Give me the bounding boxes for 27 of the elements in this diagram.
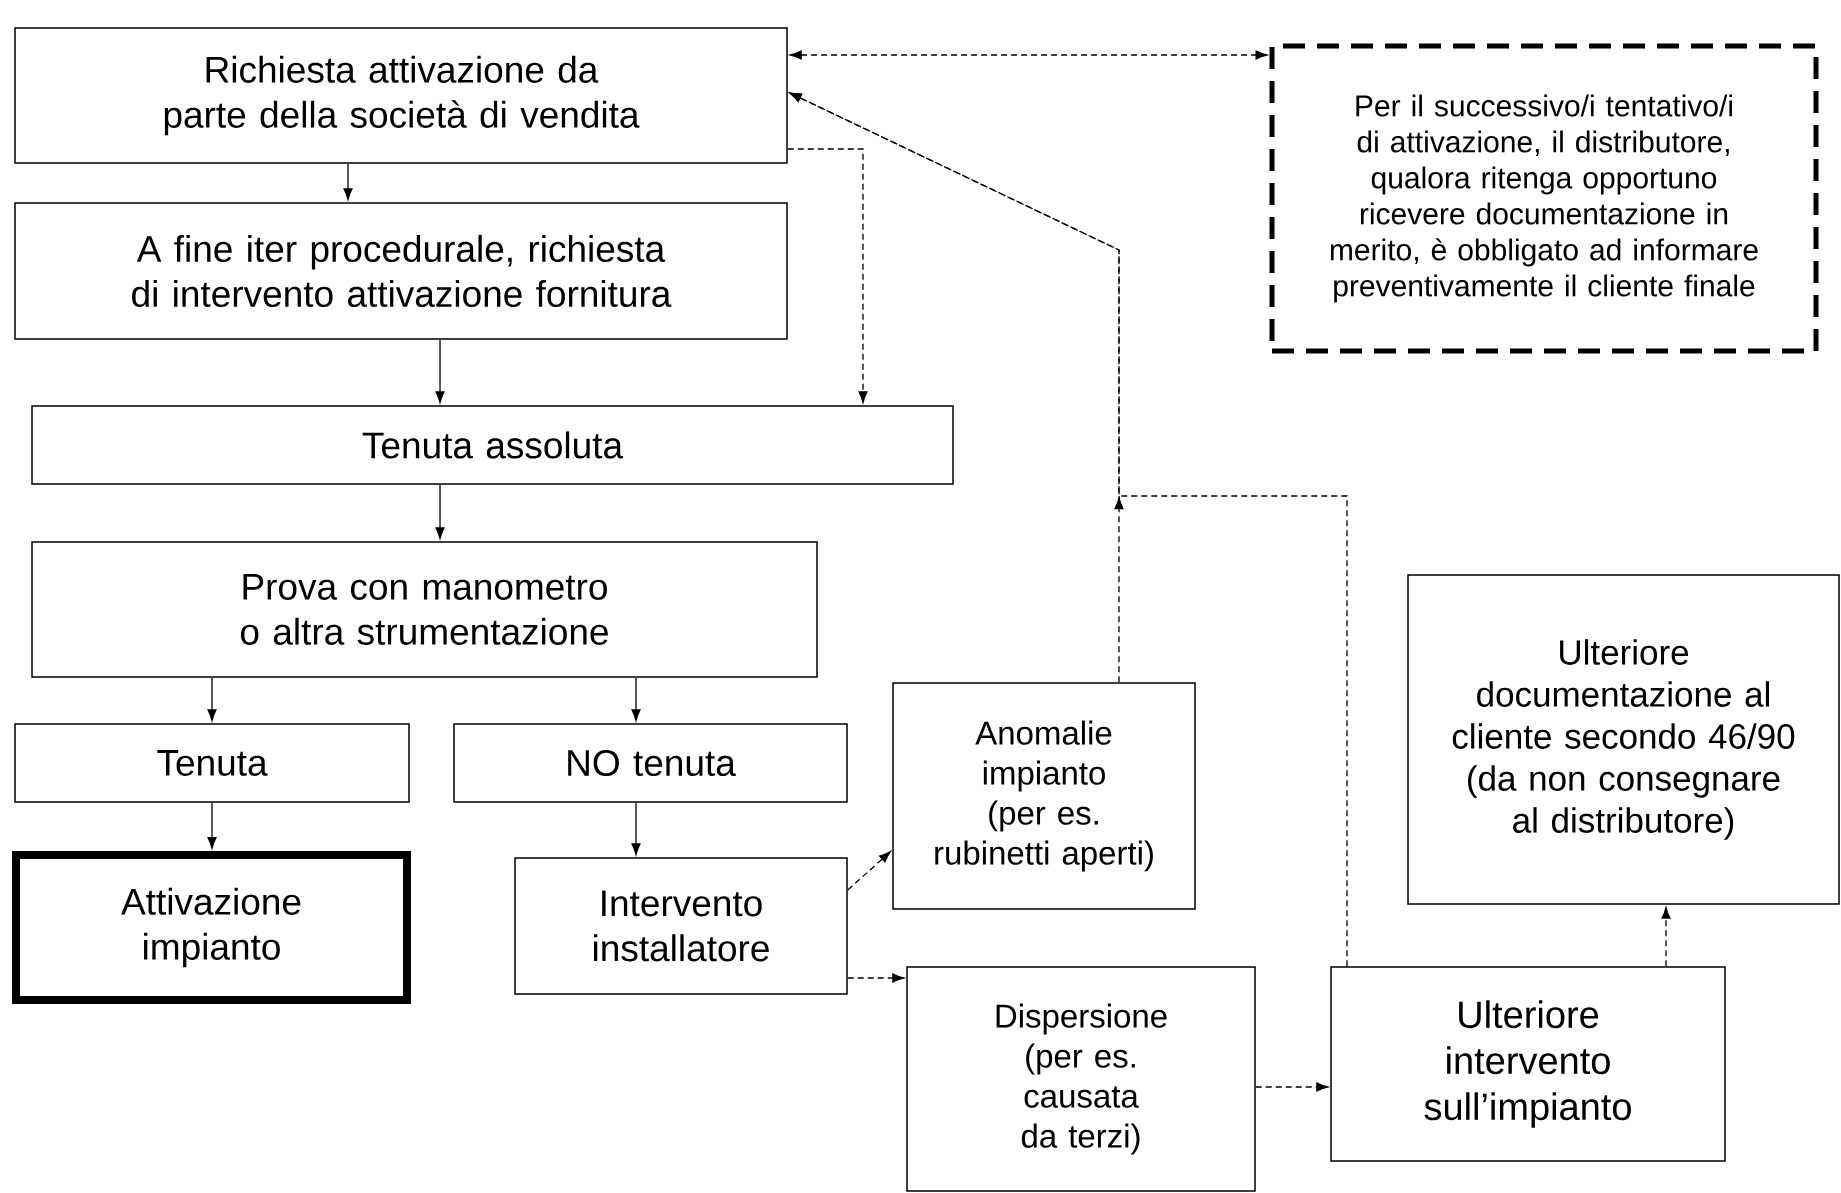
process-box: NO tenuta	[453, 723, 848, 803]
arrow	[435, 484, 445, 540]
process-box: Ulteriore intervento sull’impianto	[1330, 966, 1726, 1162]
arrow	[847, 851, 891, 891]
arrow	[207, 802, 217, 849]
arrow	[789, 92, 1348, 967]
arrow	[207, 677, 217, 722]
process-box: Tenuta	[14, 723, 410, 803]
arrow	[631, 677, 641, 722]
process-box: Dispersione (per es. causata da terzi)	[906, 966, 1256, 1192]
arrow	[1661, 906, 1671, 967]
arrow	[631, 802, 641, 856]
arrow	[343, 163, 353, 201]
arrow	[1255, 1082, 1329, 1092]
process-box: Attivazione impianto	[12, 851, 411, 1004]
arrow	[435, 339, 445, 404]
process-box: Intervento installatore	[514, 857, 848, 995]
process-box: Tenuta assoluta	[31, 405, 954, 485]
process-box: Richiesta attivazione da parte della società di vendita	[14, 27, 788, 164]
arrow	[787, 148, 868, 404]
process-box: A fine iter procedurale, richiesta di intervento attivazione fornitura	[14, 202, 788, 340]
arrow	[847, 973, 905, 983]
arrow	[789, 50, 1268, 60]
note-box: Per il successivo/i tentativo/i di attivazione, il distributore, qualora ritenga opportuno ricevere documentazione in merito, è obbligato ad informare preventivamente il cliente finale	[1269, 43, 1819, 354]
process-box: Ulteriore documentazione al cliente secondo 46/90 (da non consegnare al distributore)	[1407, 574, 1840, 905]
process-box: Anomalie impianto (per es. rubinetti aperti)	[892, 682, 1196, 910]
process-box: Prova con manometro o altra strumentazione	[31, 541, 818, 678]
